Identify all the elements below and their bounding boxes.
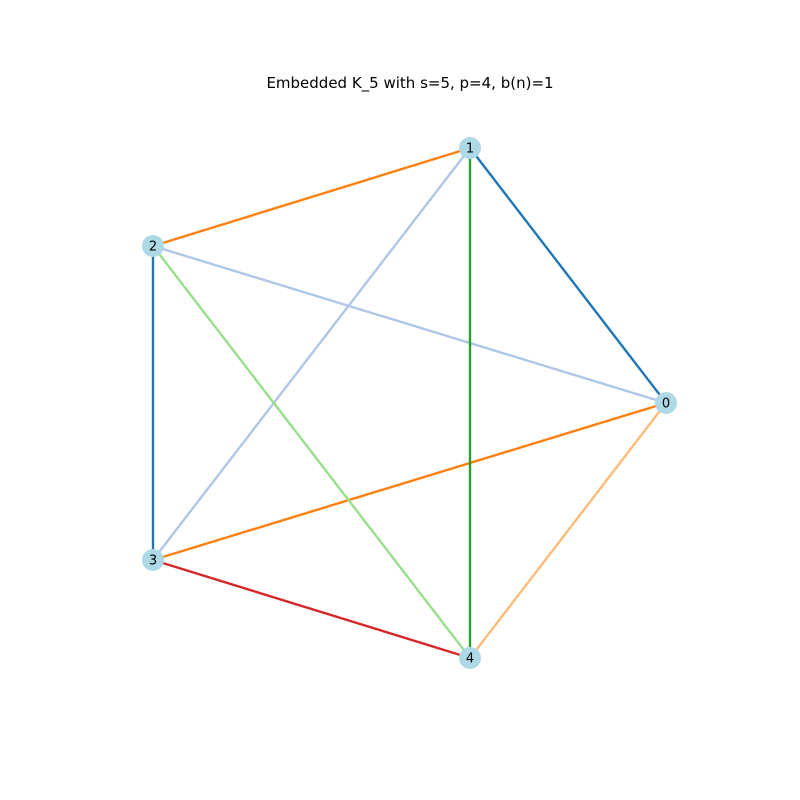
node-label: 1: [466, 142, 474, 157]
node-label: 0: [662, 397, 670, 412]
edge-0-4: [469, 402, 667, 659]
node-label: 3: [149, 554, 157, 569]
edge-1-2: [152, 146, 471, 248]
node-circle: [459, 137, 481, 159]
node-2: 2: [142, 235, 164, 257]
node-1: 1: [459, 137, 481, 159]
node-circle: [655, 392, 677, 414]
nodes-layer: 0 1 2 3 4: [142, 137, 677, 669]
node-3: 3: [142, 549, 164, 571]
edges-layer: [151, 146, 667, 660]
node-label: 2: [149, 240, 157, 255]
node-4: 4: [459, 647, 481, 669]
edge-1-3: [152, 147, 471, 561]
node-circle: [142, 549, 164, 571]
edge-0-2: [152, 244, 667, 405]
edge-0-1: [469, 147, 667, 404]
node-0: 0: [655, 392, 677, 414]
node-circle: [459, 647, 481, 669]
node-label: 4: [466, 652, 474, 667]
edge-0-3: [152, 401, 667, 562]
edge-3-4: [152, 558, 471, 660]
diagram-title: Embedded K_5 with s=5, p=4, b(n)=1: [266, 74, 553, 93]
node-circle: [142, 235, 164, 257]
edge-2-4: [152, 245, 471, 659]
